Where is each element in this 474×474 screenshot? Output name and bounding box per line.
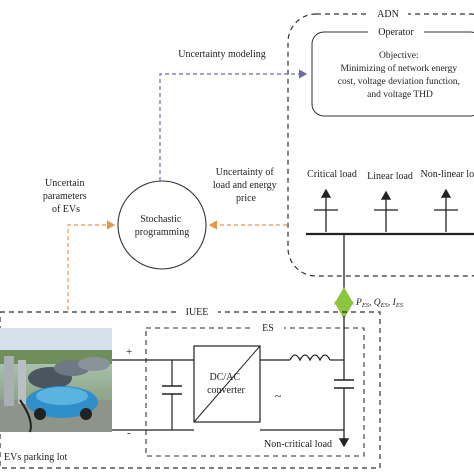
uncertain-ev-arrow [67, 220, 116, 310]
ev-parking-lot-photo [0, 328, 112, 433]
ev-parking-lot-label: EVs parking lot [4, 452, 68, 463]
nonlinear-load-label: Non-linear load [420, 169, 474, 180]
operator-box [311, 31, 474, 117]
ac-capacitor [334, 379, 354, 389]
noncritical-load-label: Non-critical load [264, 439, 332, 450]
uncertainty-load-label: Uncertainty of load and energy price [213, 167, 279, 204]
critical-load-label: Critical load [307, 169, 357, 180]
dc-capacitor [162, 360, 182, 430]
objective-text: Objective: Minimizing of network energy … [338, 51, 463, 100]
stochastic-programming-label: Stochastic programming [135, 214, 189, 238]
stochastic-programming-node [117, 180, 207, 270]
power-exchange-label: PES, QES, IES [355, 298, 404, 309]
uncertainty-modeling-label: Uncertainty modeling [178, 49, 265, 60]
adn-label: ADN [377, 9, 399, 20]
operator-label: Operator [378, 27, 414, 38]
uncertain-ev-label: Uncertain parameters of EVs [43, 178, 89, 215]
linear-load-label: Linear load [367, 171, 413, 182]
dcac-converter-label: DC/AC converter [207, 372, 245, 396]
ac-tilde-symbol: ~ [275, 389, 282, 403]
uncertainty-modeling-arrow [159, 69, 308, 181]
es-label: ES [262, 323, 274, 334]
iuee-label: IUEE [186, 307, 209, 318]
dc-plus-label: + [126, 346, 132, 358]
dc-minus-label: - [127, 427, 131, 439]
ac-inductor [289, 354, 331, 362]
